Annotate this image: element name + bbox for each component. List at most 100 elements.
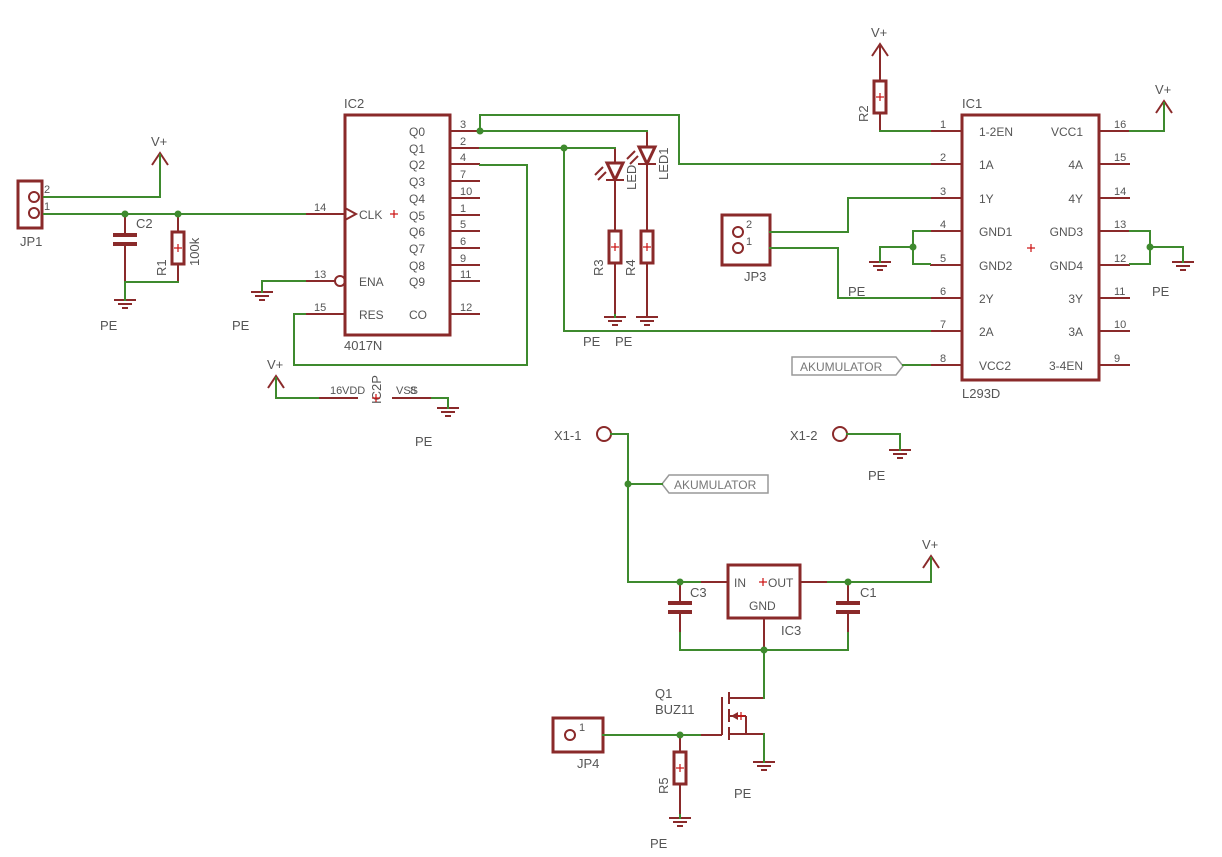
r2-designator: R2 (856, 105, 871, 122)
r5-designator: R5 (656, 777, 671, 794)
pe-label: PE (100, 318, 118, 333)
jp1-pad-2 (28, 191, 40, 203)
ic2-co-num: 12 (460, 302, 472, 314)
x1-2-terminal[interactable]: X1-2 (790, 426, 848, 443)
ic2-clk-num: 14 (314, 202, 326, 214)
x1-1-terminal[interactable]: X1-1 (554, 426, 612, 443)
ic1-pin-number: 14 (1114, 186, 1126, 198)
vplus-label: V+ (267, 357, 283, 372)
pe-label: PE (1152, 284, 1170, 299)
r4-designator: R4 (623, 259, 638, 276)
r1-value: 100k (187, 237, 202, 266)
x1-2-label: X1-2 (790, 428, 817, 443)
ic2p-vss-label: VSS (396, 385, 418, 397)
c2-designator: C2 (136, 216, 153, 231)
ic1-pin-number: 5 (940, 253, 946, 265)
c3-designator: C3 (690, 585, 707, 600)
ic1-pin-number: 1 (940, 119, 946, 131)
ic2-res-num: 15 (314, 302, 326, 314)
ic1-pin-label: 3A (1068, 325, 1083, 339)
c2-capacitor[interactable]: C2 (113, 214, 153, 282)
jp3-pad-2 (732, 226, 744, 238)
ic1-pin-label: 3-4EN (1049, 359, 1083, 373)
ic1-pin-number: 11 (1114, 286, 1125, 298)
c1-designator: C1 (860, 585, 877, 600)
pe-label: PE (734, 786, 752, 801)
x1-2-ring (832, 426, 848, 442)
r1-resistor[interactable]: R1 100k (154, 214, 202, 282)
pe-label: PE (848, 284, 866, 299)
ic1-pin-label: 2Y (979, 292, 994, 306)
ic1-pin-number: 4 (940, 219, 946, 231)
c1-plate-top (836, 601, 860, 605)
ic3-in-label: IN (734, 576, 746, 590)
jp3-body (720, 213, 772, 267)
ic2-pin-number: 7 (460, 169, 466, 181)
ic2-pin-number: 1 (460, 203, 466, 215)
ic2-pin-number: 3 (460, 119, 466, 131)
led2-ray-2 (597, 171, 607, 181)
akumulator-flag-2-shape (661, 474, 769, 494)
r3-resistor[interactable]: R3 (591, 213, 623, 315)
ic3-designator: IC3 (781, 623, 801, 638)
ic2-pin-number: 9 (460, 253, 466, 265)
wire-ic2p-vdd (275, 377, 319, 399)
jp3-connector[interactable]: 2 1 JP3 (720, 213, 772, 284)
vplus-label: V+ (151, 134, 167, 149)
ic3-regulator[interactable]: IN OUT GND IC3 (700, 563, 828, 650)
r4-resistor[interactable]: R4 (623, 213, 655, 315)
jp1-connector[interactable]: 2 1 JP1 (16, 179, 50, 249)
ic1-l293d[interactable]: IC1 L293D 1-2EN11A21Y3GND14GND252Y62A7VC… (930, 96, 1130, 401)
junction-c2 (121, 210, 129, 218)
ic2p-vss-num: 8 (410, 385, 416, 397)
c1-plate-bottom (836, 610, 860, 614)
ic2p-power-pins[interactable]: 16 VDD VSS 8 IC2P (318, 375, 432, 404)
junction-r1 (174, 210, 182, 218)
led1-triangle (636, 145, 658, 168)
c3-capacitor[interactable]: C3 (668, 582, 707, 633)
jp1-pin-2-num: 2 (44, 184, 50, 196)
ic2-body (343, 113, 452, 337)
ic1-pin-label: 2A (979, 325, 994, 339)
ic1-pin-label: 1-2EN (979, 125, 1013, 139)
pe-label: PE (650, 836, 668, 851)
r5-resistor[interactable]: R5 (656, 735, 688, 815)
ic1-pin-number: 12 (1114, 253, 1126, 265)
wire-2y-jp3 (769, 247, 931, 299)
ic2-pin-label: Q1 (409, 142, 425, 156)
ic1-designator: IC1 (962, 96, 982, 111)
pe-ground-symbol: PE (848, 258, 891, 299)
led1[interactable]: LED1 (626, 131, 671, 213)
akumulator-flag-1[interactable]: AKUMULATOR (791, 356, 904, 376)
led2-ray-1 (594, 166, 604, 176)
c1-capacitor[interactable]: C1 (836, 582, 877, 633)
wire-gnd12-ground (879, 246, 914, 263)
ic2-pin-label: Q9 (409, 275, 425, 289)
power-symbols: V+V+V+V+V+ (151, 25, 1173, 569)
ic2p-designator: IC2P (369, 375, 384, 404)
ic1-pin-label: GND3 (1050, 225, 1084, 239)
ic2-pin-label: Q4 (409, 192, 425, 206)
junction-q1 (560, 144, 568, 152)
wire-x1-1-in (610, 433, 701, 583)
c3-plate-bottom (668, 610, 692, 614)
pe-ground-symbol: PE (734, 758, 775, 801)
jp4-connector[interactable]: 1 JP4 (551, 716, 605, 771)
r2-resistor[interactable]: R2 (856, 46, 888, 131)
junction-gnd34 (1146, 243, 1154, 251)
ic2-ena-num: 13 (314, 269, 326, 281)
ic1-pin-number: 16 (1114, 119, 1126, 131)
led2[interactable]: LED (594, 148, 639, 213)
wire-reg-out-vplus (827, 557, 932, 583)
jp3-pad-1 (732, 242, 744, 254)
junction-q0 (476, 127, 484, 135)
pe-label: PE (868, 468, 886, 483)
wire-gnd34-ground (1149, 246, 1184, 263)
ic2-pin-number: 11 (460, 269, 471, 281)
ic1-pin-label: 4Y (1068, 192, 1083, 206)
led1-designator: LED1 (656, 147, 671, 180)
q1-mosfet[interactable]: Q1 BUZ11 (655, 686, 764, 740)
akumulator-flag-2[interactable]: AKUMULATOR (661, 474, 769, 494)
x1-1-label: X1-1 (554, 428, 581, 443)
